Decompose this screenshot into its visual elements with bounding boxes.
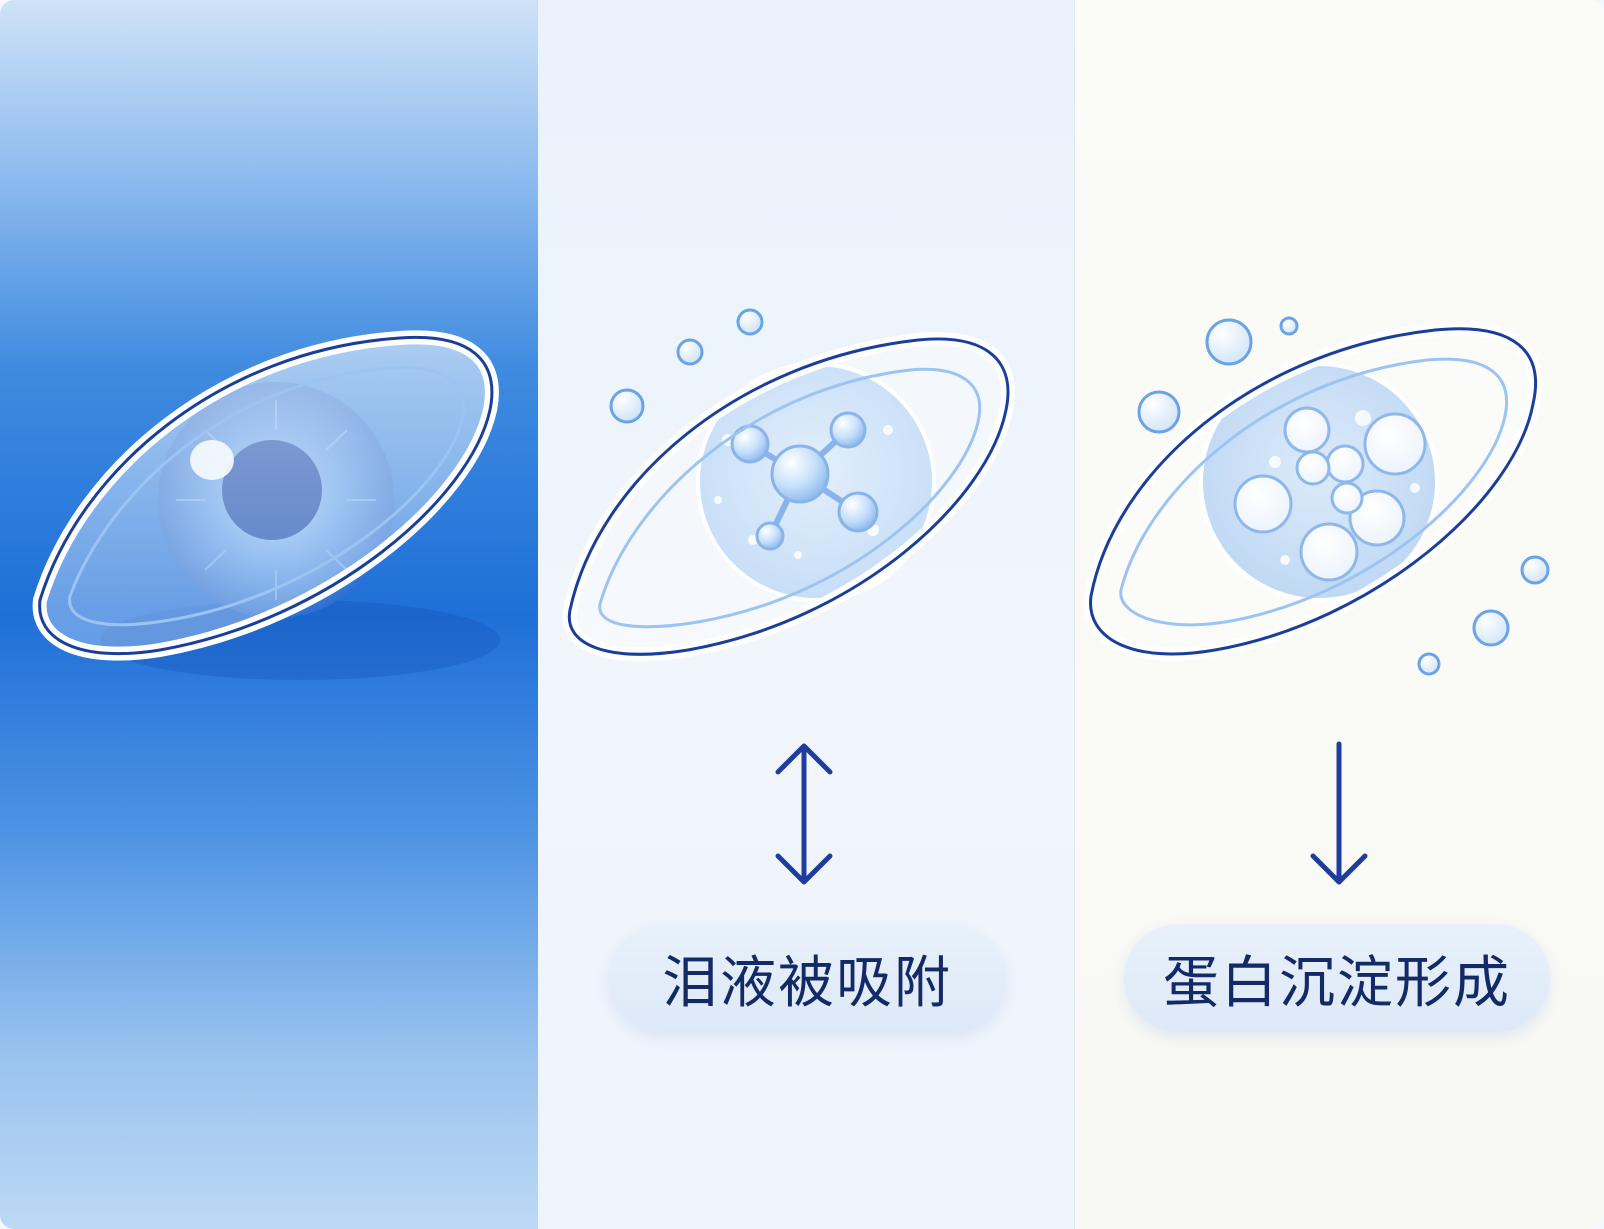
label-tear-adsorbed: 泪液被吸附 <box>608 924 1006 1032</box>
contact-lens <box>40 337 492 653</box>
panel-protein-deposit <box>1074 0 1604 1229</box>
down-arrow-icon <box>1313 744 1365 882</box>
label-protein-deposit: 蛋白沉淀形成 <box>1124 924 1550 1032</box>
panel-eye <box>0 0 538 1229</box>
lens-with-molecule-icon <box>538 0 1074 1229</box>
contact-lens <box>569 339 1008 654</box>
eye-with-contact-lens-icon <box>0 0 538 1229</box>
lens-with-deposits-icon <box>1075 0 1604 1229</box>
contact-lens <box>1091 329 1536 654</box>
panel-tear-adsorption <box>538 0 1074 1229</box>
double-vertical-arrow-icon <box>778 746 830 882</box>
